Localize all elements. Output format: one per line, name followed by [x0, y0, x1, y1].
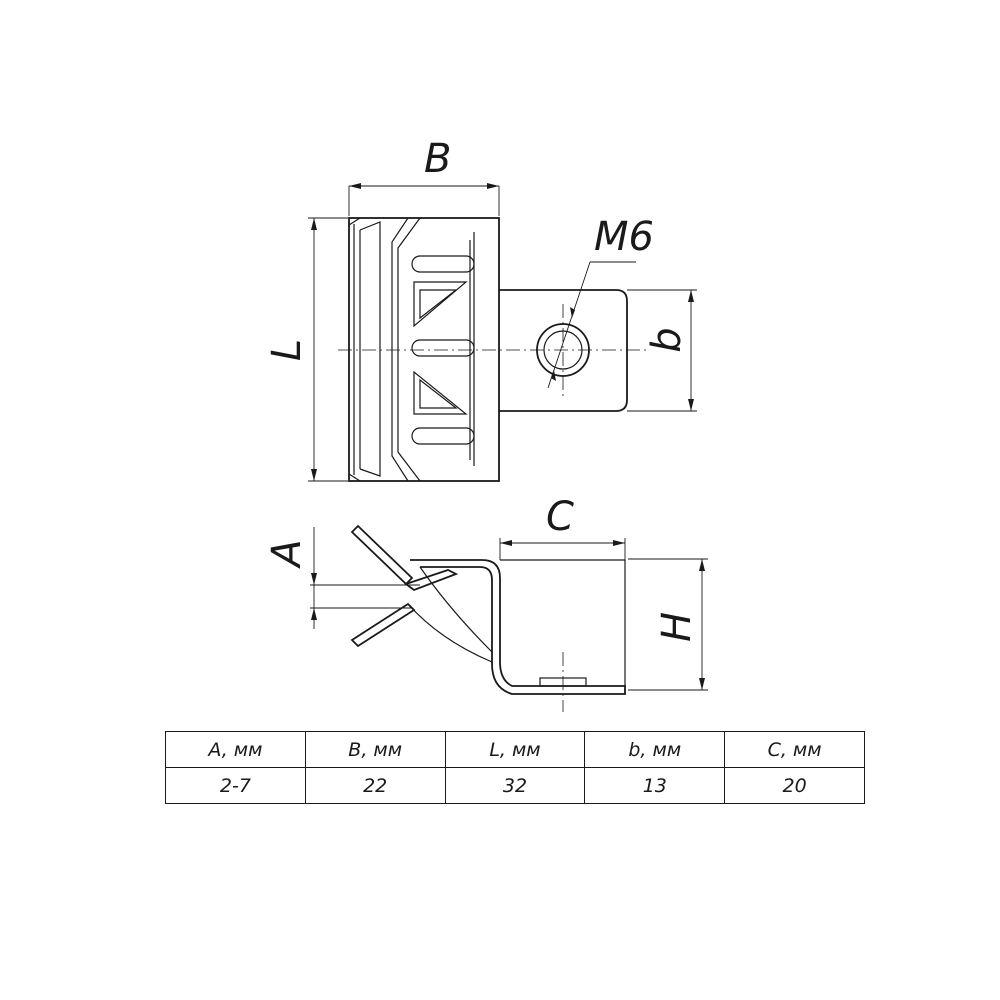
top-view: B L M6 b [264, 136, 697, 482]
table-header-cell: C, мм [724, 731, 865, 768]
label-A: A [264, 539, 310, 569]
table-cell: 22 [304, 767, 446, 804]
triangle-cutout-lower [413, 370, 468, 415]
table-row: 2-7 22 32 13 20 [165, 767, 865, 804]
label-C: C [546, 494, 574, 540]
label-M6: M6 [594, 214, 654, 260]
side-view: C A H [264, 494, 708, 712]
table-header-cell: b, мм [584, 731, 726, 768]
table-header-cell: A, мм [165, 731, 306, 768]
table-header-cell: L, мм [444, 731, 586, 768]
dimensions-table: A, мм B, мм L, мм b, мм C, мм 2-7 22 32 … [165, 731, 865, 804]
label-B: B [424, 136, 451, 182]
upper-jaw [350, 524, 414, 586]
table-cell: 32 [444, 767, 586, 804]
drawing-canvas: B L M6 b C A H [264, 136, 708, 712]
lower-jaw [350, 602, 416, 648]
clip-body [348, 217, 500, 482]
label-L: L [264, 339, 310, 361]
clip-profile [410, 559, 626, 695]
label-H: H [654, 612, 700, 642]
table-cell: 13 [584, 767, 726, 804]
slots [411, 232, 475, 466]
table-header-row: A, мм B, мм L, мм b, мм C, мм [165, 731, 865, 768]
table-header-cell: B, мм [304, 731, 446, 768]
label-b: b [644, 327, 690, 352]
triangle-cutout-upper [413, 281, 468, 328]
table-cell: 20 [724, 767, 865, 804]
m6-leader [547, 261, 591, 389]
mounting-tab [499, 289, 628, 412]
table-cell: 2-7 [165, 767, 306, 804]
